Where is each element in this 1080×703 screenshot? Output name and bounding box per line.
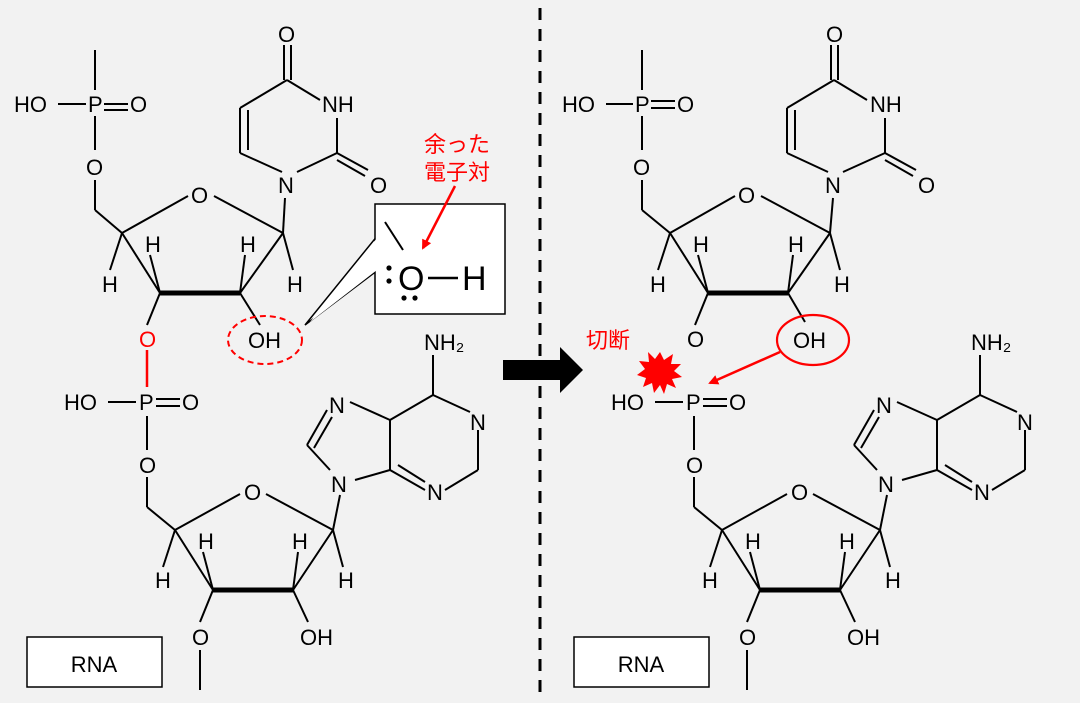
atom-label: O xyxy=(686,453,703,478)
atom-label: O xyxy=(633,155,650,180)
callout-oxygen: O xyxy=(398,260,424,298)
atom-label: HO xyxy=(64,390,97,415)
atom-label: HO xyxy=(611,390,644,415)
atom-label: NH xyxy=(870,92,902,117)
lone-pair-arrow xyxy=(421,185,457,250)
atom-label: H xyxy=(885,568,901,593)
atom-label: O xyxy=(86,155,103,180)
atom-label: O xyxy=(729,390,746,415)
atom-label: N xyxy=(1017,410,1033,435)
lone-pair-dot xyxy=(401,295,407,301)
atom-label: N xyxy=(329,393,345,418)
atom-label: O xyxy=(370,173,387,198)
right-rna-structure xyxy=(606,45,1026,690)
right-atom-labels: HO P O O O H H H H N NH O O O OH HO P O … xyxy=(562,22,1033,650)
atom-label: O xyxy=(918,173,935,198)
atom-label: O xyxy=(191,183,208,208)
atom-label: O xyxy=(738,183,755,208)
atom-label: N xyxy=(427,480,443,505)
atom-label: O xyxy=(244,480,261,505)
atom-label: OH xyxy=(248,328,281,353)
atom-label: N xyxy=(974,480,990,505)
atom-label: N xyxy=(876,393,892,418)
hydroxyl-highlight-dashed xyxy=(227,315,303,365)
atom-label-highlight: O xyxy=(139,327,156,352)
atom-label: O xyxy=(182,390,199,415)
atom-label: N xyxy=(878,472,894,497)
atom-label: O xyxy=(826,22,843,47)
atom-label: H xyxy=(839,529,855,554)
atom-label: OH xyxy=(793,328,826,353)
left-rna-structure xyxy=(58,45,479,690)
atom-label: O xyxy=(677,92,694,117)
left-rna-label-box xyxy=(26,636,163,688)
atom-label: O xyxy=(130,92,147,117)
atom-label: P xyxy=(139,390,154,415)
atom-label: O xyxy=(139,453,156,478)
atom-label: H xyxy=(338,568,354,593)
atom-label: NH xyxy=(322,92,354,117)
atom-label: H xyxy=(702,568,718,593)
lone-pair-dot xyxy=(386,265,392,271)
callout-box xyxy=(374,203,506,315)
atom-label: H xyxy=(287,272,303,297)
atom-label: H xyxy=(102,272,118,297)
atom-label: H xyxy=(788,232,804,257)
atom-label: NH₂ xyxy=(424,330,464,355)
right-rna-label-box xyxy=(573,636,710,688)
atom-label: P xyxy=(635,92,650,117)
atom-label: H xyxy=(198,529,214,554)
atom-label: O xyxy=(192,625,209,650)
atom-label: H xyxy=(145,232,161,257)
atom-label: H xyxy=(693,232,709,257)
left-rna-label: RNA xyxy=(71,652,118,677)
atom-label: H xyxy=(240,232,256,257)
atom-label: N xyxy=(825,173,841,198)
atom-label: H xyxy=(650,272,666,297)
atom-label: N xyxy=(278,173,294,198)
atom-label: H xyxy=(834,272,850,297)
atom-label: O xyxy=(278,22,295,47)
cleavage-starburst xyxy=(637,352,682,394)
callout-hydrogen: H xyxy=(462,260,487,298)
oh-callout: O H xyxy=(304,185,506,326)
atom-label: N xyxy=(331,472,347,497)
atom-label: O xyxy=(739,625,756,650)
lone-pair-dot xyxy=(412,295,418,301)
lone-pair-label-line2: 電子対 xyxy=(424,161,490,186)
atom-label: O xyxy=(791,480,808,505)
atom-label: HO xyxy=(14,92,47,117)
nucleophilic-attack-arrow xyxy=(708,350,781,385)
left-atom-labels: HO P O O O H H H H N NH O O O OH HO P O … xyxy=(14,22,486,650)
atom-label: NH₂ xyxy=(971,330,1011,355)
lone-pair-label-line1: 余った xyxy=(424,133,490,158)
right-rna-label: RNA xyxy=(618,652,665,677)
atom-label: P xyxy=(686,390,701,415)
atom-label: OH xyxy=(300,625,333,650)
atom-label: OH xyxy=(847,625,880,650)
reaction-arrow xyxy=(503,347,583,393)
cleave-label: 切断 xyxy=(586,329,630,354)
atom-label: H xyxy=(155,568,171,593)
atom-label: N xyxy=(470,410,486,435)
atom-label: P xyxy=(88,92,103,117)
atom-label: O xyxy=(687,327,704,352)
hydroxyl-highlight-solid xyxy=(775,313,851,367)
atom-label: HO xyxy=(562,92,595,117)
atom-label: H xyxy=(292,529,308,554)
lone-pair-dot xyxy=(386,278,392,284)
atom-label: H xyxy=(745,529,761,554)
